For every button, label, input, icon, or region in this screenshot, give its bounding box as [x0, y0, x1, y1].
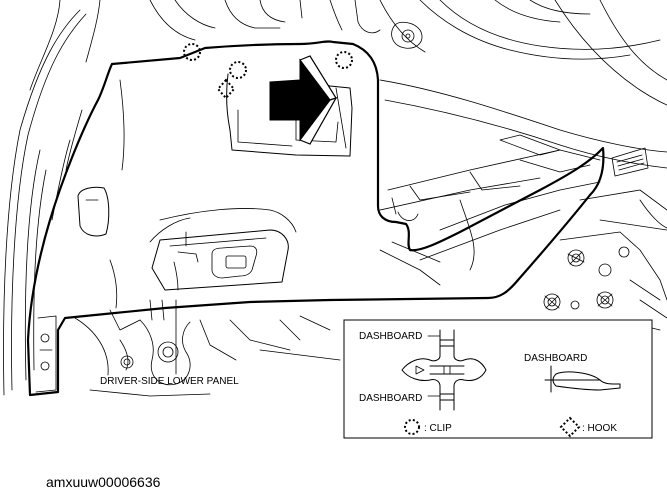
dashboard-label-bottom: DASHBOARD: [359, 393, 422, 404]
image-id-caption: amxuuw00006636: [46, 474, 161, 490]
legend-hook: : HOOK: [559, 416, 617, 438]
panel-label: DRIVER-SIDE LOWER PANEL: [100, 376, 239, 387]
hook-legend-label: : HOOK: [582, 423, 617, 434]
hook-cross-section: [544, 365, 621, 393]
clip-marker-3: [335, 51, 353, 69]
panel-callout: DRIVER-SIDE LOWER PANEL: [100, 299, 239, 387]
clip-legend-label: : CLIP: [424, 423, 452, 434]
clip-cross-section: [401, 329, 487, 411]
dashboard-label-top: DASHBOARD: [359, 331, 422, 342]
fastener-markers: [183, 43, 353, 100]
inset-detail-box: DASHBOARD DASHBOARD DASHBOARD : CLIP : H…: [343, 319, 653, 439]
clip-legend-icon: [404, 419, 420, 435]
removal-direction-arrow: [269, 55, 338, 145]
clip-marker-1: [183, 43, 201, 61]
legend-clip: : CLIP: [404, 419, 452, 435]
driver-side-lower-panel: [26, 40, 605, 397]
dashboard-background-lines: [3, 0, 667, 397]
dashboard-label-hook: DASHBOARD: [524, 353, 587, 364]
hook-legend-icon: [559, 416, 581, 438]
clip-marker-2: [229, 61, 247, 79]
hook-marker: [216, 78, 236, 100]
